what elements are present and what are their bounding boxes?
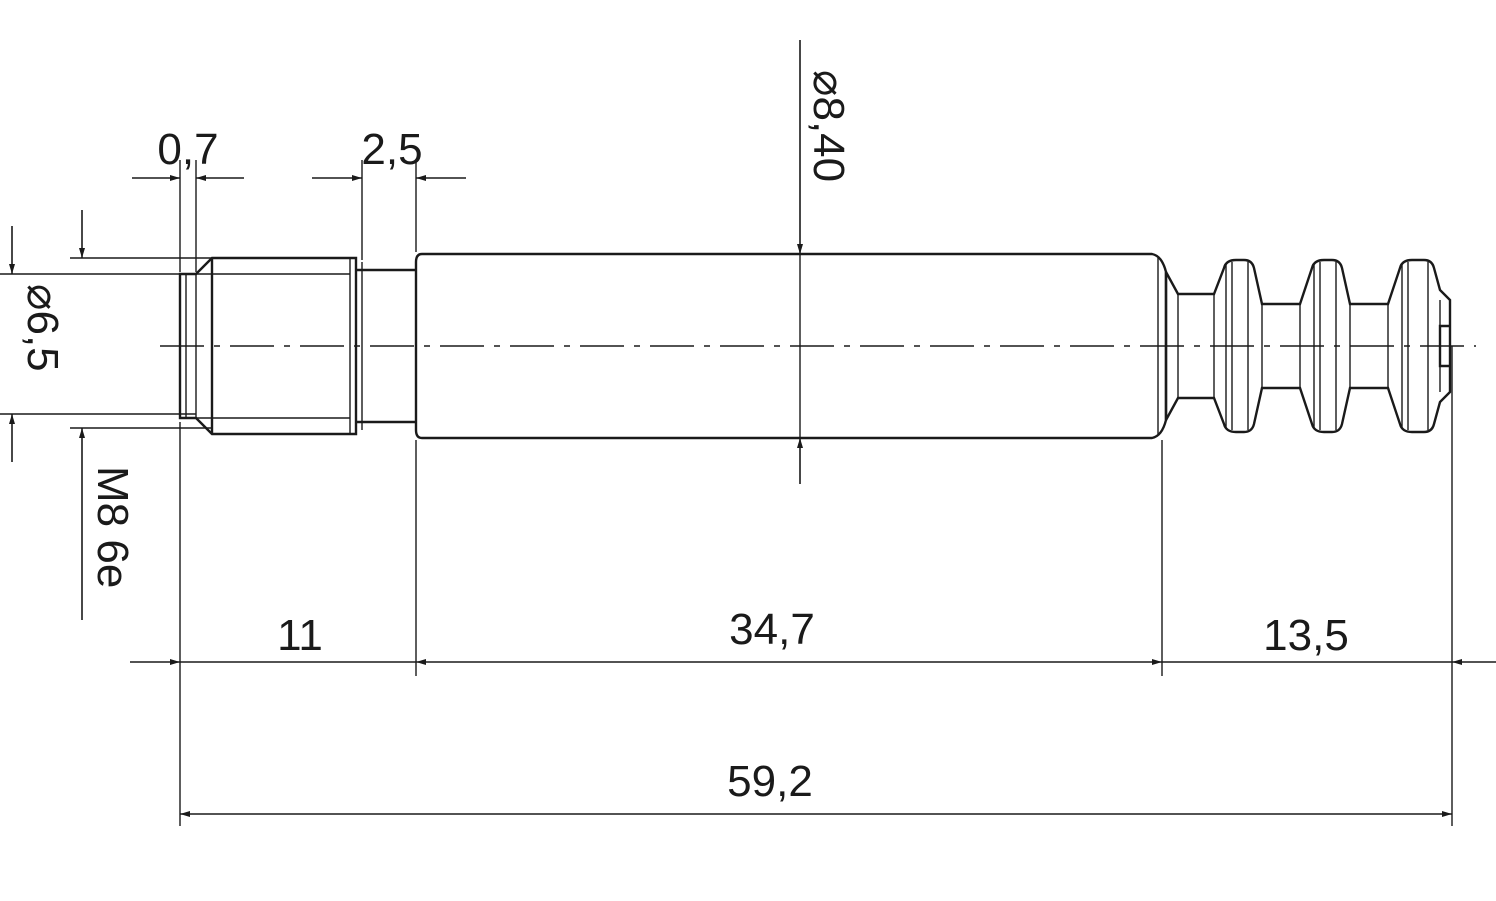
dimension-diameter-6-5: ⌀6,5	[0, 226, 196, 462]
label-59-2: 59,2	[727, 757, 813, 806]
ribbed-end	[1164, 258, 1452, 434]
thread-designation: M8 6e	[70, 210, 212, 620]
label-11: 11	[277, 611, 323, 660]
label-diameter-8-40: ⌀8,40	[804, 70, 853, 182]
label-thread: M8 6e	[88, 466, 137, 588]
neck	[356, 262, 416, 430]
label-34-7: 34,7	[729, 605, 815, 654]
label-2-5: 2,5	[361, 125, 422, 174]
extension-lines	[179, 346, 1453, 826]
threaded-end	[178, 256, 358, 436]
label-0-7: 0,7	[157, 125, 218, 174]
label-diameter-6-5: ⌀6,5	[18, 284, 67, 372]
dimension-13-5: 13,5	[1162, 611, 1496, 665]
label-13-5: 13,5	[1263, 611, 1349, 660]
dimension-2-5: 2,5	[312, 125, 466, 260]
dimension-0-7: 0,7	[132, 125, 244, 272]
dimension-34-7: 34,7	[416, 605, 1162, 665]
dimension-diameter-8-40: ⌀8,40	[797, 40, 853, 484]
dimension-59-2: 59,2	[180, 757, 1452, 817]
dimension-11: 11	[130, 611, 416, 665]
main-body	[414, 252, 1168, 440]
